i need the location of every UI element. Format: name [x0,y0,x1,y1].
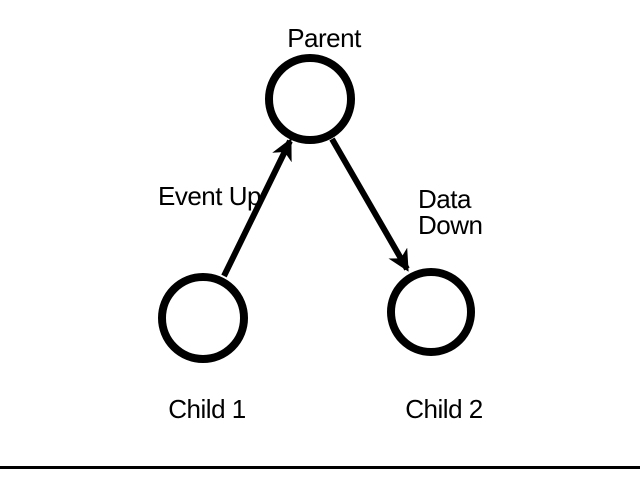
parent-node-circle [265,54,355,144]
data-down-arrow [329,137,410,272]
child1-node-circle [158,273,248,363]
data-down-label-line2: Down [418,210,483,240]
child1-node-label: Child 1 [168,394,246,424]
event-up-arrow [221,138,293,278]
event-up-edge-label: Event Up [158,181,261,211]
bottom-divider [0,466,640,469]
child2-node-circle [387,268,475,356]
data-down-label-line1: Data [418,184,471,214]
data-down-edge-label: Data Down [418,184,483,240]
child2-node-label: Child 2 [405,394,483,424]
parent-node-label: Parent [287,23,361,53]
